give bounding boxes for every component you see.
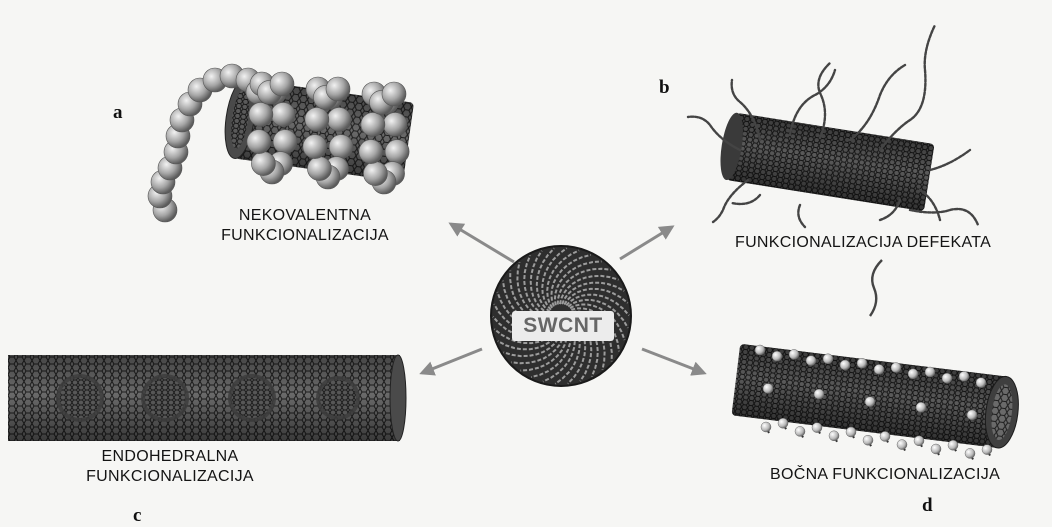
polymer-bead: [359, 140, 383, 164]
panel-b-letter: b: [659, 77, 670, 99]
arrow-to-panel-c: [422, 349, 482, 373]
attached-atom: [948, 440, 958, 450]
polymer-bead: [305, 107, 329, 131]
panel-d-illustration: [731, 260, 1022, 459]
panel-c-letter: c: [133, 505, 141, 527]
attached-atom: [806, 356, 816, 366]
polymer-bead: [307, 157, 331, 181]
attached-atom: [772, 351, 782, 361]
polymer-bead: [329, 135, 353, 159]
polymer-bead: [251, 152, 275, 176]
polymer-bead: [361, 112, 385, 136]
arrow-to-panel-a: [451, 224, 514, 262]
panel-b-illustration: [688, 25, 978, 227]
polymer-bead: [273, 130, 297, 154]
attached-atom: [897, 440, 907, 450]
attached-atom: [829, 431, 839, 441]
attached-atom: [812, 423, 822, 433]
functional-chain: [910, 209, 978, 225]
panel-d-caption: BOČNA FUNKCIONALIZACIJA: [770, 465, 1000, 485]
attached-atom: [908, 369, 918, 379]
attached-atom: [789, 349, 799, 359]
swcnt-label: SWCNT: [512, 311, 614, 341]
attached-atom: [976, 378, 986, 388]
attached-atom: [942, 373, 952, 383]
attached-atom: [931, 444, 941, 454]
attached-atom: [874, 364, 884, 374]
panel-a-caption-line-1: NEKOVALENTNA: [200, 206, 410, 226]
arrow-to-panel-d: [642, 349, 704, 373]
panel-c-caption: ENDOHEDRALNA FUNKCIONALIZACIJA: [40, 447, 300, 487]
polymer-bead: [363, 162, 387, 186]
attached-atom: [916, 402, 926, 412]
panel-a-caption: NEKOVALENTNA FUNKCIONALIZACIJA: [200, 206, 410, 246]
panel-a-illustration: [148, 64, 414, 222]
attached-atom: [857, 358, 867, 368]
functional-chain: [930, 150, 970, 170]
attached-atom: [795, 426, 805, 436]
attached-atom: [823, 354, 833, 364]
attached-atom: [967, 410, 977, 420]
attached-atom: [914, 436, 924, 446]
functional-chain: [850, 65, 905, 140]
functional-chain: [732, 195, 760, 204]
panel-d-letter: d: [922, 495, 933, 517]
polymer-bead: [385, 140, 409, 164]
attached-atom: [755, 345, 765, 355]
attached-atom: [865, 397, 875, 407]
polymer-bead: [326, 77, 350, 101]
attached-atom: [778, 418, 788, 428]
attached-atom: [925, 367, 935, 377]
attached-atom: [891, 363, 901, 373]
attached-atom: [965, 448, 975, 458]
panel-a-letter: a: [113, 102, 123, 124]
panel-a-caption-line-2: FUNKCIONALIZACIJA: [200, 226, 410, 246]
polymer-bead: [382, 82, 406, 106]
polymer-bead: [383, 112, 407, 136]
attached-atom: [840, 360, 850, 370]
attached-atom: [814, 389, 824, 399]
functional-chain: [713, 180, 748, 222]
panel-c-illustration: [8, 355, 406, 441]
functional-chain: [798, 205, 805, 227]
polymer-bead: [271, 102, 295, 126]
polymer-bead: [249, 102, 273, 126]
polymer-bead: [270, 72, 294, 96]
functional-chain: [880, 25, 935, 150]
attached-atom: [863, 435, 873, 445]
panel-c-caption-line-1: ENDOHEDRALNA: [40, 447, 300, 467]
attached-atom: [763, 384, 773, 394]
polymer-bead: [303, 135, 327, 159]
polymer-bead: [327, 107, 351, 131]
arrow-to-panel-b: [620, 227, 672, 259]
attached-atom: [982, 445, 992, 455]
panel-c-caption-line-2: FUNKCIONALIZACIJA: [40, 467, 300, 487]
panel-b-caption: FUNKCIONALIZACIJA DEFEKATA: [735, 233, 991, 253]
attached-atom: [959, 371, 969, 381]
attached-atom: [846, 427, 856, 437]
polymer-bead: [247, 130, 271, 154]
attached-atom: [880, 431, 890, 441]
attached-atom: [761, 422, 771, 432]
